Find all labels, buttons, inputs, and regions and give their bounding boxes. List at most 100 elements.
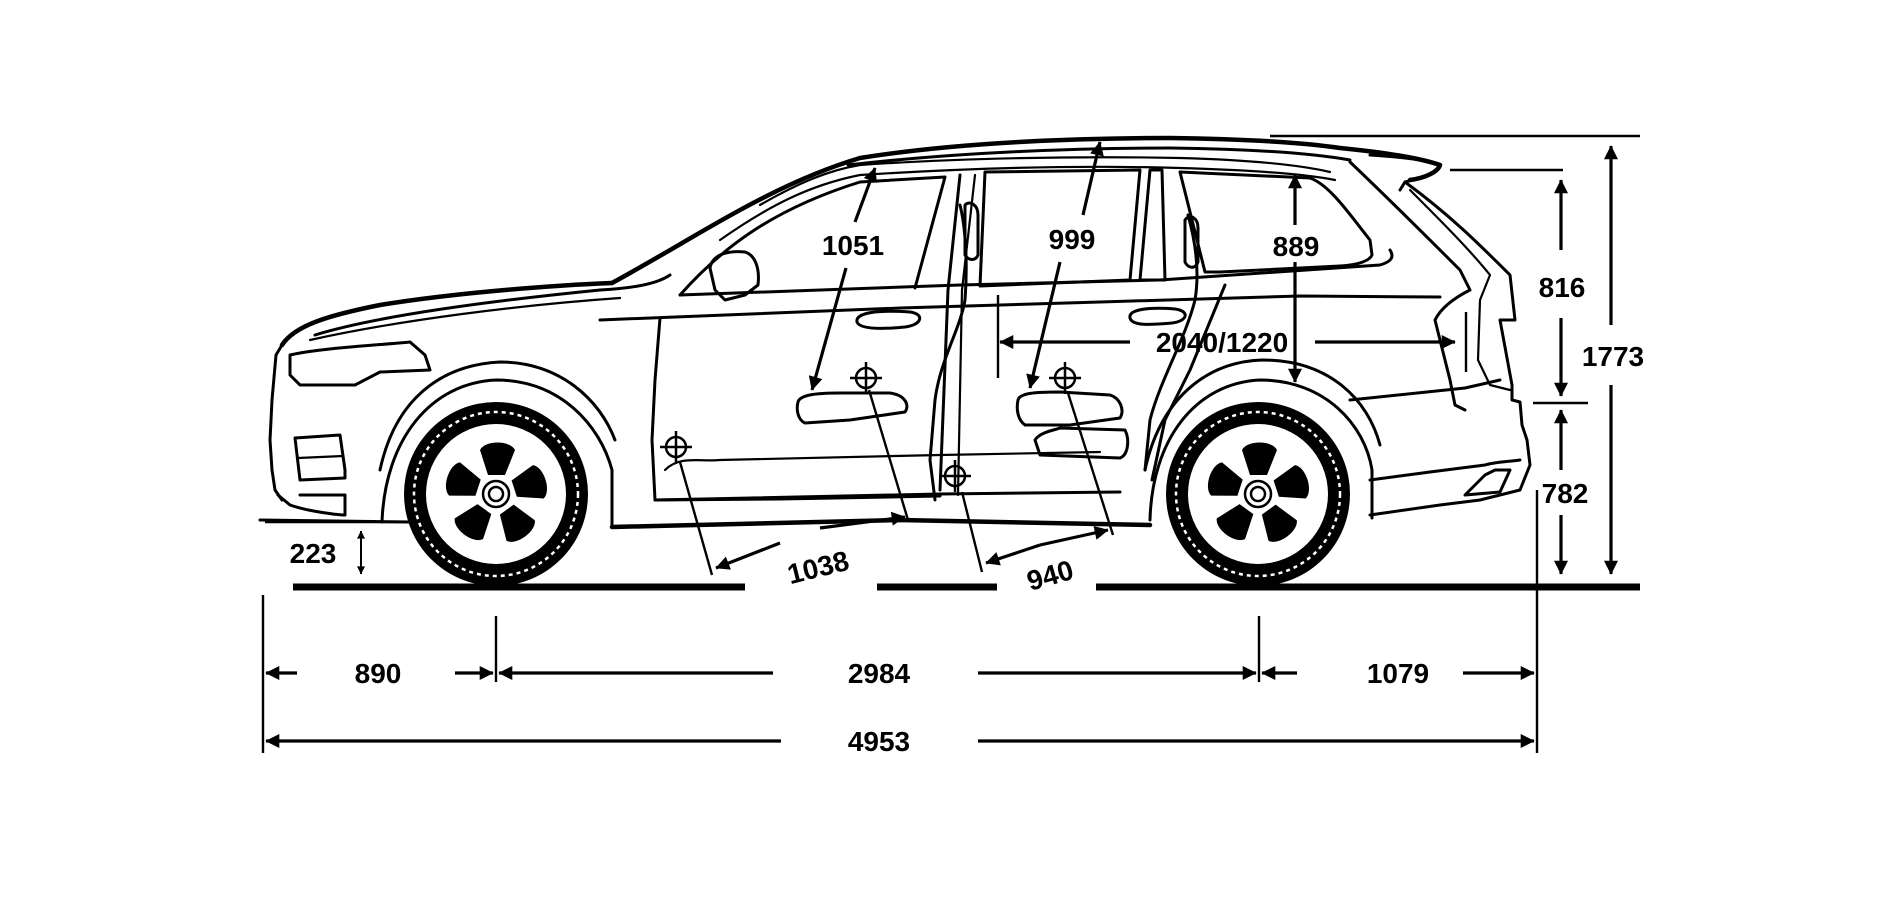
second-row-legroom-label: 940 bbox=[1023, 554, 1076, 597]
rear-bumper bbox=[1368, 458, 1522, 482]
c-pillar bbox=[1138, 168, 1167, 282]
quarter-glass bbox=[1178, 170, 1374, 274]
dimension-front-overhang: 890 bbox=[265, 658, 494, 689]
rear-overhang-label: 1079 bbox=[1367, 658, 1429, 689]
tailgate-inner bbox=[1408, 188, 1512, 392]
rear-reflector bbox=[1463, 468, 1512, 497]
rear-glass-edge bbox=[1348, 160, 1472, 412]
side-mirror bbox=[708, 250, 760, 302]
beltline bbox=[598, 294, 1442, 322]
rear-door-window bbox=[978, 168, 1142, 288]
hood-crease-2 bbox=[308, 296, 622, 342]
front-overhang-label: 890 bbox=[355, 658, 402, 689]
overall-length-label: 4953 bbox=[848, 726, 910, 757]
dimension-second-row-legroom: 940 bbox=[960, 392, 1115, 597]
third-row-headroom-label: 889 bbox=[1273, 231, 1320, 262]
front-legroom-arrow-left bbox=[715, 541, 781, 570]
front-window bbox=[678, 175, 947, 297]
dimension-rear-overhang: 1079 bbox=[1261, 658, 1535, 689]
second-seat-lower bbox=[1033, 426, 1130, 460]
rear-spoke-hole bbox=[1207, 462, 1243, 496]
ground-clearance-label: 223 bbox=[290, 538, 337, 569]
front-rim-spokes bbox=[445, 442, 547, 542]
roof-rail-inner bbox=[758, 156, 1332, 207]
crosshair-icon bbox=[660, 431, 692, 463]
rear-door-handle bbox=[1128, 306, 1187, 326]
front-headroom-arrow-down bbox=[808, 267, 848, 391]
seats bbox=[795, 201, 1200, 502]
front-door-handle bbox=[855, 309, 921, 330]
rear-wheel-arch-outer bbox=[1143, 358, 1382, 472]
car-body bbox=[258, 135, 1532, 530]
wheelbase-label: 2984 bbox=[848, 658, 911, 689]
rear-spoke-hole bbox=[1273, 465, 1309, 499]
dimension-wheelbase: 2984 bbox=[498, 658, 1257, 689]
grille-front bbox=[268, 343, 284, 502]
hood-line bbox=[279, 280, 615, 348]
front-spoke-hole bbox=[454, 504, 492, 541]
rear-spoiler bbox=[1368, 153, 1442, 192]
dimension-overall-height: 1773 bbox=[1270, 134, 1644, 575]
second-headroom-arrow-down bbox=[1026, 261, 1062, 389]
dimension-upper-rear-height: 816 bbox=[1450, 168, 1585, 397]
front-wheel-arch bbox=[380, 378, 614, 527]
second-legroom-ext-1 bbox=[1066, 392, 1115, 536]
second-seat-cushion bbox=[1015, 390, 1124, 427]
headrest-front bbox=[963, 201, 980, 261]
seat-reference-markers bbox=[660, 362, 1081, 492]
rear-lower-sill bbox=[1368, 498, 1482, 517]
dimension-front-legroom: 1038 bbox=[678, 389, 910, 590]
front-legroom-arrow-right bbox=[819, 511, 906, 530]
headrest-second bbox=[1183, 215, 1200, 269]
rear-wheel bbox=[1166, 402, 1350, 586]
dimension-third-row-headroom: 889 bbox=[1273, 174, 1320, 383]
crosshair-icon bbox=[850, 362, 882, 394]
hood-crease bbox=[313, 273, 672, 337]
front-seat-cushion bbox=[795, 391, 909, 425]
length-dimension-lines bbox=[261, 490, 1539, 753]
second-headroom-arrow-up bbox=[1081, 141, 1104, 216]
headlight bbox=[288, 340, 432, 387]
dimension-overall-length: 4953 bbox=[265, 726, 1535, 757]
dimension-cargo-length: 2040/1220 bbox=[996, 295, 1468, 378]
overall-height-label: 1773 bbox=[1582, 341, 1644, 372]
rear-spoke-hole bbox=[1216, 504, 1254, 541]
front-bumper-lower bbox=[276, 493, 347, 517]
second-legroom-ext-2 bbox=[960, 491, 984, 573]
front-spoke-hole bbox=[480, 442, 515, 475]
dimension-second-row-headroom: 999 bbox=[1026, 141, 1104, 389]
second-seatback bbox=[1143, 213, 1199, 472]
rear-lower-height-label: 782 bbox=[1542, 478, 1589, 509]
front-wheel bbox=[404, 402, 588, 586]
front-spoke-hole bbox=[499, 504, 535, 542]
front-legroom-ext-1 bbox=[867, 389, 910, 521]
front-headroom-label: 1051 bbox=[822, 230, 884, 261]
roof-rail-inner-2 bbox=[718, 165, 1337, 242]
rear-door-edge bbox=[1150, 283, 1227, 482]
front-legroom-label: 1038 bbox=[784, 545, 852, 590]
front-headroom-arrow-up bbox=[853, 167, 877, 223]
front-hub-center bbox=[487, 485, 505, 503]
front-legroom-ext-2 bbox=[678, 461, 714, 576]
crosshair-icon bbox=[1049, 362, 1081, 394]
b-pillar-inner bbox=[956, 173, 977, 497]
rear-tire-dotted-ring bbox=[1174, 410, 1342, 578]
sill-line bbox=[653, 490, 1122, 502]
fog-light bbox=[293, 433, 347, 482]
dimension-rear-lower-height: 782 bbox=[1533, 401, 1589, 575]
dimension-front-headroom: 1051 bbox=[808, 167, 884, 391]
rear-spoke-hole bbox=[1261, 504, 1297, 542]
tailgate-outline bbox=[1403, 180, 1532, 502]
b-pillar bbox=[938, 173, 962, 492]
rear-hub-center bbox=[1249, 485, 1267, 503]
roof-rail bbox=[846, 146, 1352, 167]
dimension-ground-clearance: 223 bbox=[265, 520, 410, 575]
second-legroom-arrow-right bbox=[1039, 526, 1109, 547]
front-wheel-arch-outer bbox=[378, 360, 617, 472]
rear-quarter-line bbox=[1348, 378, 1502, 402]
front-door bbox=[650, 316, 942, 502]
rear-spoke-hole bbox=[1242, 442, 1277, 475]
rear-rim-spokes bbox=[1207, 442, 1309, 542]
rear-wheel-arch bbox=[1148, 378, 1374, 522]
